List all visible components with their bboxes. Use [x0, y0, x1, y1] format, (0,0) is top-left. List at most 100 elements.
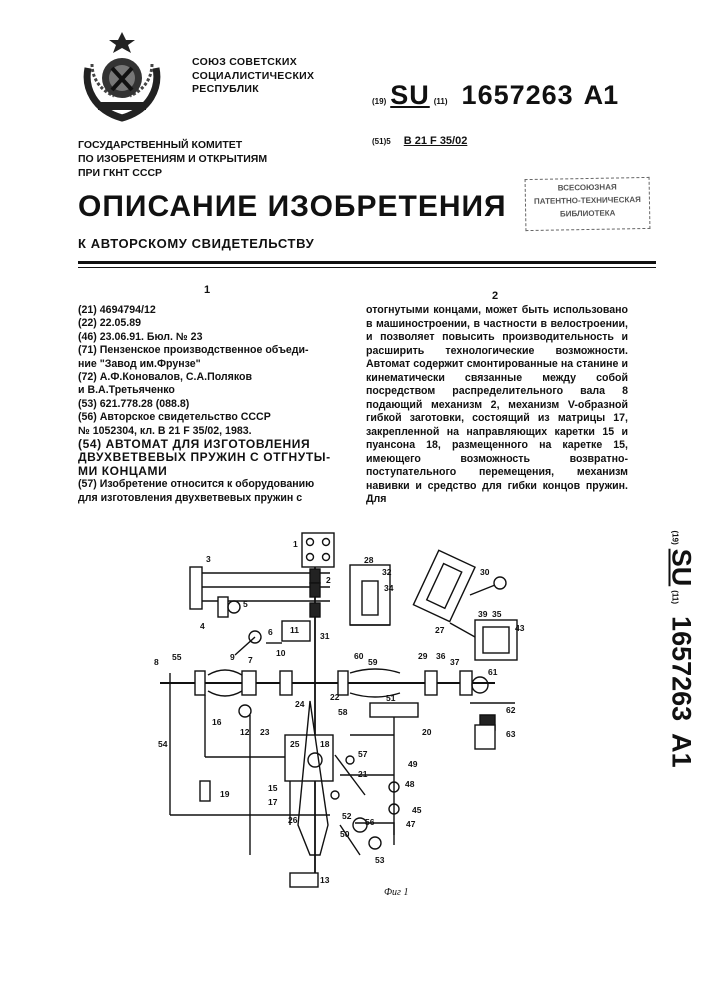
- committee-line: ПО ИЗОБРЕТЕНИЯМ И ОТКРЫТИЯМ: [78, 152, 267, 166]
- biblio-line: № 1052304, кл. В 21 F 35/02, 1983.: [78, 425, 346, 438]
- svg-text:62: 62: [506, 705, 516, 715]
- biblio-line: (72) А.Ф.Коновалов, С.А.Поляков: [78, 371, 346, 384]
- svg-text:45: 45: [412, 805, 422, 815]
- biblio-line: и В.А.Третьяченко: [78, 384, 346, 397]
- biblio-line: ние "Завод им.Фрунзе": [78, 358, 346, 371]
- svg-text:49: 49: [408, 759, 418, 769]
- svg-text:60: 60: [354, 651, 364, 661]
- svg-text:48: 48: [405, 779, 415, 789]
- svg-text:7: 7: [248, 655, 253, 665]
- svg-text:11: 11: [290, 625, 299, 635]
- bibliographic-data: (21) 4694794/12 (22) 22.05.89 (46) 23.06…: [78, 304, 346, 505]
- side-number: 1657263: [666, 616, 697, 721]
- svg-text:47: 47: [406, 819, 416, 829]
- svg-text:63: 63: [506, 729, 516, 739]
- ussr-emblem: [78, 28, 166, 124]
- code-11: (11): [434, 97, 448, 106]
- committee: ГОСУДАРСТВЕННЫЙ КОМИТЕТ ПО ИЗОБРЕТЕНИЯМ …: [78, 138, 267, 180]
- divider-thin: [78, 267, 656, 268]
- library-stamp: ВСЕСОЮЗНАЯ ПАТЕНТНО-ТЕХНИЧЕСКАЯ БИБЛИОТЕ…: [525, 177, 651, 231]
- svg-text:20: 20: [422, 727, 432, 737]
- svg-text:35: 35: [492, 609, 502, 619]
- side-kind: A1: [666, 733, 697, 768]
- svg-text:55: 55: [172, 652, 182, 662]
- svg-text:61: 61: [488, 667, 498, 677]
- stamp-line: БИБЛИОТЕКА: [526, 206, 649, 221]
- svg-text:4: 4: [200, 621, 205, 631]
- svg-text:29: 29: [418, 651, 428, 661]
- svg-text:12: 12: [240, 727, 250, 737]
- state-name: СОЮЗ СОВЕТСКИХ СОЦИАЛИСТИЧЕСКИХ РЕСПУБЛИ…: [192, 56, 314, 97]
- svg-text:3: 3: [206, 554, 211, 564]
- svg-text:39: 39: [478, 609, 488, 619]
- side-country: SU: [666, 549, 697, 587]
- svg-text:18: 18: [320, 739, 330, 749]
- biblio-line: (46) 23.06.91. Бюл. № 23: [78, 331, 346, 344]
- svg-text:36: 36: [436, 651, 446, 661]
- svg-text:57: 57: [358, 749, 368, 759]
- svg-text:5: 5: [243, 599, 248, 609]
- state-line: СОЮЗ СОВЕТСКИХ: [192, 56, 314, 70]
- svg-text:19: 19: [220, 789, 230, 799]
- svg-text:59: 59: [368, 657, 378, 667]
- svg-text:17: 17: [268, 797, 278, 807]
- kind-code: A1: [584, 80, 619, 111]
- svg-text:6: 6: [268, 627, 273, 637]
- svg-text:8: 8: [154, 657, 159, 667]
- biblio-line: (53) 621.778.28 (088.8): [78, 398, 346, 411]
- state-line: РЕСПУБЛИК: [192, 83, 314, 97]
- biblio-line: (71) Пензенское производственное объеди-: [78, 344, 346, 357]
- ipc-code: (51)5: [372, 137, 391, 146]
- svg-text:28: 28: [364, 555, 374, 565]
- svg-text:23: 23: [260, 727, 270, 737]
- ipc-classification: (51)5 B 21 F 35/02: [372, 135, 467, 147]
- kinematic-diagram: 1 2 3 4 5 6 7 8 9 10 11 12 13 15 16 17 1…: [150, 525, 650, 905]
- side-code-19: (19): [671, 531, 680, 545]
- svg-text:51: 51: [386, 693, 396, 703]
- svg-text:16: 16: [212, 717, 222, 727]
- abstract-text: отогнутыми концами, может быть использов…: [366, 304, 628, 507]
- svg-text:43: 43: [515, 623, 525, 633]
- document-title: ОПИСАНИЕ ИЗОБРЕТЕНИЯ: [78, 190, 507, 224]
- svg-text:30: 30: [480, 567, 490, 577]
- biblio-line: (22) 22.05.89: [78, 317, 346, 330]
- svg-text:31: 31: [320, 631, 330, 641]
- committee-line: ГОСУДАРСТВЕННЫЙ КОМИТЕТ: [78, 138, 267, 152]
- svg-text:37: 37: [450, 657, 460, 667]
- svg-text:15: 15: [268, 783, 278, 793]
- svg-text:53: 53: [375, 855, 385, 865]
- committee-line: ПРИ ГКНТ СССР: [78, 166, 267, 180]
- svg-text:21: 21: [358, 769, 368, 779]
- svg-text:58: 58: [338, 707, 348, 717]
- code-19: (19): [372, 97, 386, 106]
- svg-text:13: 13: [320, 875, 330, 885]
- patent-number: 1657263: [462, 80, 574, 111]
- svg-text:32: 32: [382, 567, 392, 577]
- abstract-line: для изготовления двухветвевых пружин с: [78, 492, 346, 505]
- svg-text:25: 25: [290, 739, 300, 749]
- document-subtitle: К АВТОРСКОМУ СВИДЕТЕЛЬСТВУ: [78, 236, 314, 251]
- invention-title-line: ДВУХВЕТВЕВЫХ ПРУЖИН С ОТГНУТЫ-: [78, 451, 346, 464]
- column-number-1: 1: [204, 284, 210, 296]
- svg-text:56: 56: [365, 817, 375, 827]
- biblio-line: (56) Авторское свидетельство СССР: [78, 411, 346, 424]
- stamp-line: ПАТЕНТНО-ТЕХНИЧЕСКАЯ: [526, 193, 649, 208]
- abstract-line: (57) Изобретение относится к оборудовани…: [78, 478, 346, 491]
- svg-text:2: 2: [326, 575, 331, 585]
- publication-number: (19) SU (11) 1657263 A1: [372, 80, 618, 111]
- figure-caption: Фиг 1: [384, 887, 408, 898]
- svg-text:54: 54: [158, 739, 168, 749]
- svg-text:52: 52: [342, 811, 352, 821]
- biblio-line: (21) 4694794/12: [78, 304, 346, 317]
- divider-thick: [78, 261, 656, 264]
- column-number-2: 2: [492, 290, 498, 302]
- ipc-value: B 21 F 35/02: [404, 135, 468, 147]
- svg-text:24: 24: [295, 699, 305, 709]
- svg-text:50: 50: [340, 829, 350, 839]
- side-code-11: (11): [671, 590, 680, 604]
- svg-text:9: 9: [230, 652, 235, 662]
- invention-title-line: МИ КОНЦАМИ: [78, 465, 346, 478]
- svg-text:1: 1: [293, 539, 298, 549]
- country-code: SU: [390, 80, 430, 111]
- state-line: СОЦИАЛИСТИЧЕСКИХ: [192, 70, 314, 84]
